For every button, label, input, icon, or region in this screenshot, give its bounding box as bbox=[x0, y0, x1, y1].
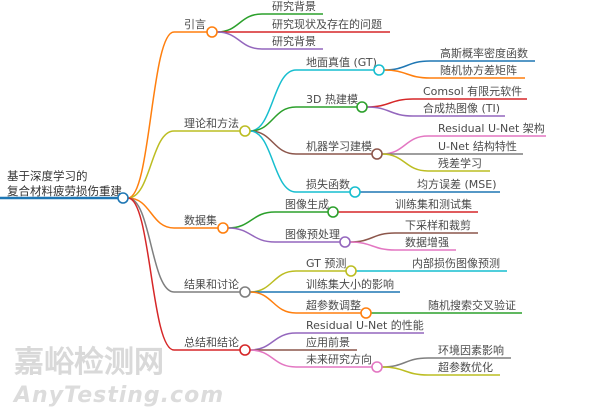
branch-connector bbox=[249, 291, 366, 314]
topic-node-label[interactable]: 数据集 bbox=[184, 213, 217, 227]
subtopic-node-label[interactable]: 训练集大小的影响 bbox=[306, 277, 394, 291]
collapse-toggle-icon[interactable] bbox=[371, 148, 383, 160]
watermark-site: AnyTesting.com bbox=[12, 383, 224, 408]
branch-connector bbox=[227, 211, 333, 229]
subtopic-node-label[interactable]: 超参数调整 bbox=[306, 298, 361, 312]
subtopic-node-label[interactable]: 环境因素影响 bbox=[438, 343, 504, 357]
collapse-toggle-icon[interactable] bbox=[217, 222, 229, 234]
subtopic-node-label[interactable]: 超参数优化 bbox=[438, 360, 493, 374]
watermark-brand: 嘉峪检测网 bbox=[14, 345, 164, 380]
subtopic-node-label[interactable]: 随机搜索交叉验证 bbox=[428, 298, 516, 312]
subtopic-node-label[interactable]: 图像预处理 bbox=[285, 228, 340, 241]
branch-connector bbox=[127, 197, 245, 293]
subtopic-node-label[interactable]: 3D 热建模 bbox=[306, 92, 358, 106]
branch-connector bbox=[227, 227, 345, 243]
subtopic-node-label[interactable]: 机器学习建模 bbox=[306, 139, 372, 153]
branch-connector bbox=[249, 349, 377, 368]
topic-node-label[interactable]: 总结和结论 bbox=[184, 335, 239, 349]
branch-connector bbox=[249, 69, 379, 132]
topic-node-label[interactable]: 理论和方法 bbox=[184, 116, 239, 130]
subtopic-node-label[interactable]: 损失函数 bbox=[306, 177, 350, 191]
collapse-toggle-icon[interactable] bbox=[239, 344, 251, 356]
subtopic-node-label[interactable]: 合成热图像 (TI) bbox=[423, 101, 500, 115]
subtopic-node-label[interactable]: Residual U-Net 的性能 bbox=[306, 318, 424, 332]
collapse-toggle-icon[interactable] bbox=[239, 286, 251, 298]
subtopic-node-label[interactable]: 训练集和测试集 bbox=[395, 197, 472, 211]
branch-connector bbox=[249, 130, 355, 193]
subtopic-node-label[interactable]: 研究现状及存在的问题 bbox=[272, 17, 382, 31]
branch-connector bbox=[127, 197, 245, 351]
watermark: 嘉峪检测网 AnyTesting.com bbox=[12, 345, 224, 408]
collapse-toggle-icon[interactable] bbox=[360, 307, 372, 319]
root-collapse-toggle-icon[interactable] bbox=[117, 192, 129, 204]
root-title-line1: 基于深度学习的 bbox=[7, 169, 88, 183]
branch-connector bbox=[216, 31, 323, 50]
collapse-toggle-icon[interactable] bbox=[239, 125, 251, 137]
subtopic-node-label[interactable]: 高斯概率密度函数 bbox=[440, 46, 528, 60]
subtopic-node-label[interactable]: 随机协方差矩阵 bbox=[440, 63, 517, 77]
subtopic-node-label[interactable]: 图像生成 bbox=[285, 197, 329, 211]
subtopic-node-label[interactable]: 应用前景 bbox=[306, 335, 350, 349]
branch-connector bbox=[127, 31, 212, 199]
collapse-toggle-icon[interactable] bbox=[356, 101, 368, 113]
subtopic-node-label[interactable]: 未来研究方向 bbox=[306, 352, 372, 366]
subtopic-node-label[interactable]: 研究背景 bbox=[272, 0, 316, 13]
topic-node-label[interactable]: 结果和讨论 bbox=[184, 277, 239, 291]
topic-node-label[interactable]: 引言 bbox=[184, 17, 206, 31]
subtopic-node-label[interactable]: GT 预测 bbox=[306, 257, 346, 270]
collapse-toggle-icon[interactable] bbox=[349, 186, 361, 198]
collapse-toggle-icon[interactable] bbox=[345, 265, 357, 277]
branch-connector bbox=[366, 106, 505, 117]
subtopic-node-label[interactable]: 数据增强 bbox=[405, 235, 449, 249]
collapse-toggle-icon[interactable] bbox=[327, 206, 339, 218]
collapse-toggle-icon[interactable] bbox=[373, 64, 385, 76]
branch-connector bbox=[383, 69, 525, 79]
root-title-line2: 复合材料疲劳损伤重建 bbox=[7, 184, 122, 198]
subtopic-node-label[interactable]: 均方误差 (MSE) bbox=[417, 177, 497, 191]
subtopic-node-label[interactable]: U-Net 结构特性 bbox=[438, 139, 517, 153]
subtopic-node-label[interactable]: Residual U-Net 架构 bbox=[438, 121, 545, 135]
collapse-toggle-icon[interactable] bbox=[371, 361, 383, 373]
subtopic-node-label[interactable]: 研究背景 bbox=[272, 34, 316, 48]
branch-connector bbox=[249, 106, 362, 132]
branch-connector bbox=[249, 130, 377, 155]
branch-connector bbox=[127, 130, 245, 199]
subtopic-node-label[interactable]: Comsol 有限元软件 bbox=[423, 84, 522, 98]
subtopic-node-label[interactable]: 内部损伤图像预测 bbox=[412, 256, 500, 270]
branch-connector bbox=[381, 366, 500, 376]
subtopic-node-label[interactable]: 下采样和裁剪 bbox=[405, 218, 471, 232]
branch-connector bbox=[349, 241, 456, 251]
collapse-toggle-icon[interactable] bbox=[339, 236, 351, 248]
subtopic-node-label[interactable]: 残差学习 bbox=[438, 156, 482, 170]
branch-connector bbox=[127, 197, 223, 229]
branch-connector bbox=[381, 153, 490, 172]
collapse-toggle-icon[interactable] bbox=[206, 26, 218, 38]
subtopic-node-label[interactable]: 地面真值 (GT) bbox=[306, 55, 377, 69]
